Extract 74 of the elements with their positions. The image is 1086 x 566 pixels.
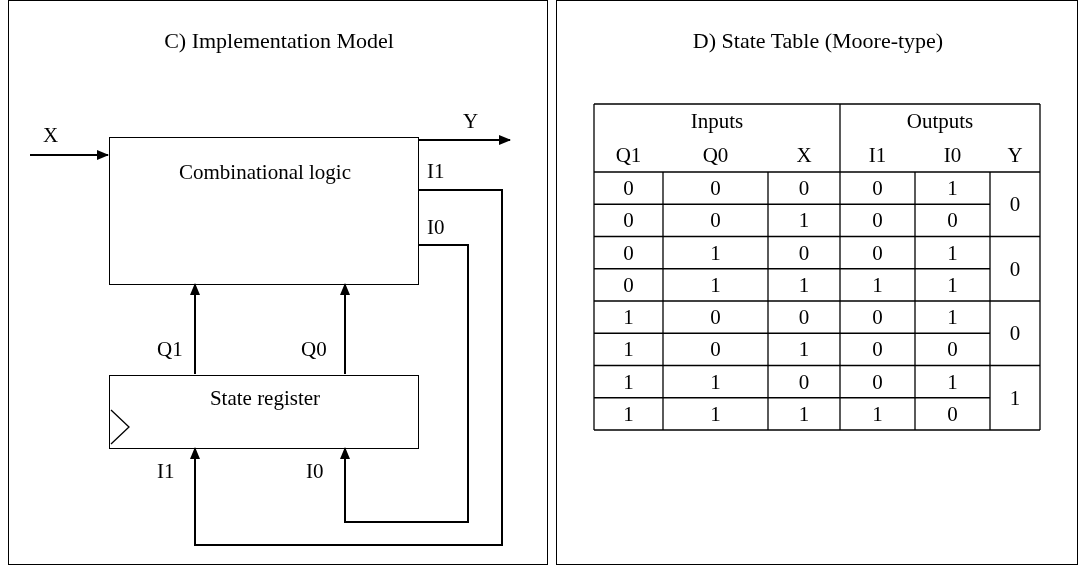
signal-label: I0 bbox=[427, 215, 445, 239]
cell-value: 0 bbox=[872, 208, 883, 233]
signal-label: I0 bbox=[306, 459, 324, 483]
arrow bbox=[339, 282, 350, 375]
cell-value: 0 bbox=[798, 369, 810, 394]
cell-value: 0 bbox=[623, 176, 634, 201]
cell-value: 1 bbox=[623, 369, 634, 394]
logic-block bbox=[109, 137, 419, 285]
cell-value: 1 bbox=[798, 337, 810, 362]
cell-value: 1 bbox=[947, 240, 958, 265]
cell-value: 1 bbox=[947, 369, 958, 394]
cell-value: 1 bbox=[710, 272, 721, 297]
cell-value: 1 bbox=[798, 208, 810, 233]
cell-value: 0 bbox=[798, 240, 810, 265]
arrow bbox=[189, 282, 200, 375]
block-label: State register bbox=[209, 386, 321, 410]
cell-value: 0 bbox=[947, 208, 958, 233]
cell-value: 0 bbox=[798, 176, 810, 201]
cell-value: 0 bbox=[872, 305, 883, 330]
cell-value: 1 bbox=[623, 305, 634, 330]
register-block bbox=[109, 375, 419, 449]
panel-title: D) State Table (Moore-type) bbox=[692, 29, 944, 53]
cell-value: 0 bbox=[710, 337, 721, 362]
cell-value: 1 bbox=[947, 305, 958, 330]
signal-label: Q1 bbox=[157, 337, 183, 361]
signal-label: I1 bbox=[427, 159, 445, 183]
column-heading: Q0 bbox=[702, 143, 729, 167]
arrow bbox=[339, 243, 469, 523]
signal-label: I1 bbox=[157, 459, 175, 483]
cell-value: 1 bbox=[623, 337, 634, 362]
cell-value: 1 bbox=[623, 401, 634, 426]
column-heading: X bbox=[796, 143, 812, 167]
cell-value: 1 bbox=[872, 401, 883, 426]
cell-value: 1 bbox=[947, 176, 958, 201]
cell-value: 0 bbox=[623, 240, 634, 265]
signal-label: Y bbox=[463, 109, 479, 133]
panel-title: C) Implementation Model bbox=[164, 29, 394, 53]
cell-value: 1 bbox=[1009, 385, 1021, 410]
arrow bbox=[189, 188, 503, 546]
cell-value: 0 bbox=[872, 176, 883, 201]
cell-value: 0 bbox=[947, 337, 958, 362]
cell-value: 0 bbox=[947, 401, 958, 426]
cell-value: 0 bbox=[872, 369, 883, 394]
cell-value: 0 bbox=[710, 305, 721, 330]
cell-value: 1 bbox=[710, 240, 721, 265]
cell-value: 0 bbox=[710, 176, 721, 201]
block-label: Combinational logic bbox=[178, 160, 352, 184]
arrow bbox=[28, 149, 109, 160]
cell-value: 0 bbox=[1009, 192, 1021, 217]
signal-label: X bbox=[43, 123, 59, 147]
column-heading: Q1 bbox=[615, 143, 642, 167]
cell-value: 1 bbox=[798, 272, 810, 297]
panel-frame bbox=[8, 0, 548, 565]
cell-value: 1 bbox=[710, 401, 721, 426]
cell-value: 1 bbox=[947, 272, 958, 297]
cell-value: 0 bbox=[872, 337, 883, 362]
group-heading: Inputs bbox=[690, 109, 744, 133]
column-heading: I0 bbox=[943, 143, 962, 167]
cell-value: 0 bbox=[710, 208, 721, 233]
cell-value: 1 bbox=[798, 401, 810, 426]
cell-value: 0 bbox=[872, 240, 883, 265]
column-heading: Y bbox=[1007, 143, 1023, 167]
panel-frame bbox=[556, 0, 1078, 565]
cell-value: 0 bbox=[798, 305, 810, 330]
cell-value: 0 bbox=[623, 208, 634, 233]
arrow bbox=[416, 134, 511, 145]
cell-value: 0 bbox=[1009, 321, 1021, 346]
column-heading: I1 bbox=[868, 143, 887, 167]
cell-value: 1 bbox=[710, 369, 721, 394]
cell-value: 1 bbox=[872, 272, 883, 297]
cell-value: 0 bbox=[623, 272, 634, 297]
cell-value: 0 bbox=[1009, 256, 1021, 281]
signal-label: Q0 bbox=[301, 337, 327, 361]
group-heading: Outputs bbox=[906, 109, 974, 133]
